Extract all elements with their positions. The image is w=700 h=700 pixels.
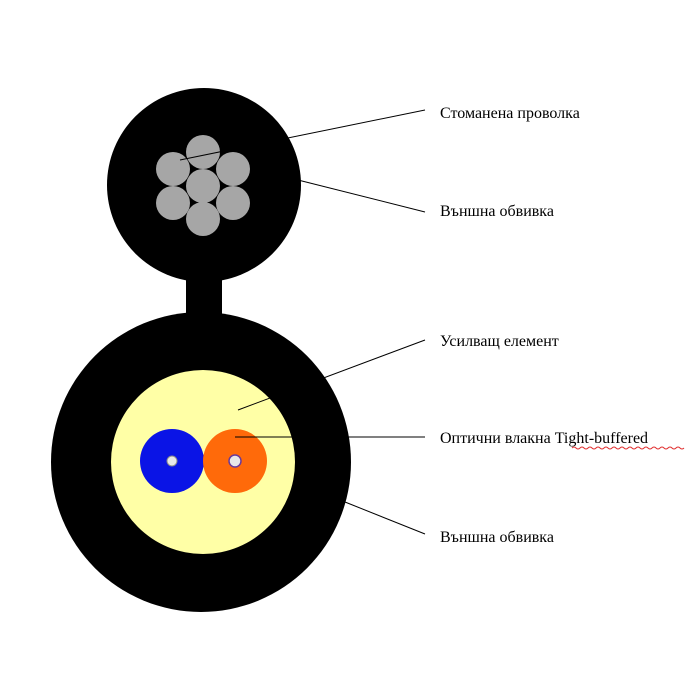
steel-wire-bundle (156, 135, 250, 236)
label-optical-fibers-prefix: Оптични влакна (440, 430, 555, 447)
steel-strand-top (186, 135, 220, 169)
label-outer-jacket-bottom: Външна обвивка (440, 529, 554, 546)
steel-strand-bottom (186, 202, 220, 236)
label-steel-wire: Стоманена проволка (440, 105, 580, 122)
steel-strand-center (186, 169, 220, 203)
leader-outer-jacket-bottom (344, 501, 426, 535)
steel-strand-lower-left (156, 186, 190, 220)
label-strength-member: Усилващ елемент (440, 333, 559, 350)
fiber-orange-core (228, 454, 242, 468)
label-optical-fibers: Оптични влакна Tight-buffered (440, 430, 648, 447)
steel-strand-upper-left (156, 152, 190, 186)
fiber-blue-core (166, 455, 178, 467)
label-outer-jacket-top: Външна обвивка (440, 203, 554, 220)
leader-outer-jacket-top (297, 179, 426, 213)
leader-strength-member (237, 339, 426, 411)
label-optical-fibers-term: Tight-buffered (555, 430, 648, 447)
jacket-neck (186, 265, 222, 325)
spellcheck-underline (571, 446, 685, 450)
steel-strand-lower-right (216, 186, 250, 220)
leader-steel-wire (179, 109, 426, 161)
steel-strand-upper-right (216, 152, 250, 186)
